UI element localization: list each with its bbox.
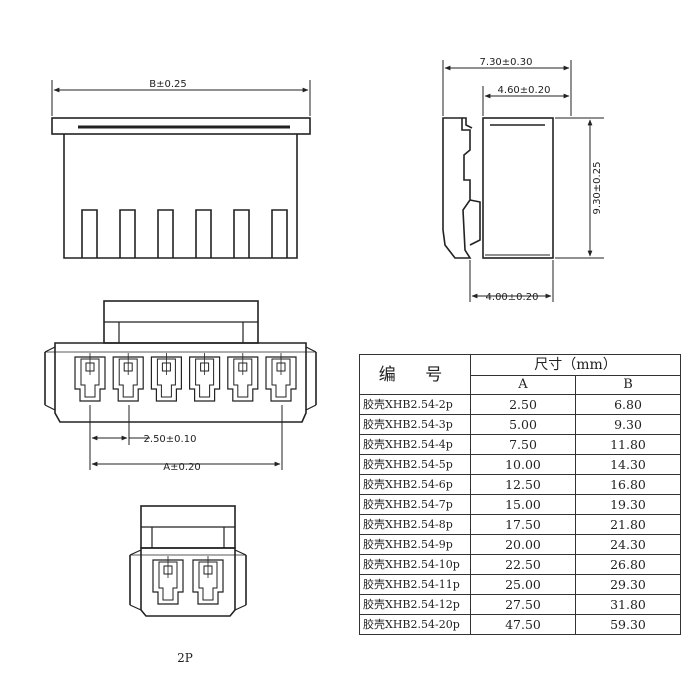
height-dimension (555, 117, 604, 259)
header-size: 尺寸（mm） (470, 354, 681, 376)
pitch-dimension (89, 405, 150, 470)
bottom-depth-label: 4.00±0.20 (486, 292, 539, 303)
variant-2p-label: 2P (177, 651, 193, 665)
variant-2p-view (129, 505, 247, 617)
p2-cavity-1 (152, 556, 184, 605)
pitch-label: 2.50±0.10 (144, 434, 197, 445)
a-dimension (91, 405, 283, 470)
a-dimension-label: A±0.20 (163, 462, 201, 473)
cavity-4 (189, 353, 221, 402)
cavity-2 (112, 353, 144, 402)
slot-4 (195, 209, 212, 258)
slot-5 (233, 209, 250, 258)
side-view (442, 117, 554, 259)
bottom-depth-dimension (469, 260, 554, 302)
header-col-b: B (575, 375, 681, 395)
slot-1 (81, 209, 98, 258)
header-col-a: A (470, 375, 576, 395)
header-code: 编 号 (359, 354, 471, 395)
top-view (44, 300, 317, 423)
depth-total-label: 7.30±0.30 (480, 57, 533, 68)
cavity-6 (265, 353, 297, 402)
depth-total-dimension (442, 60, 572, 116)
slot-2 (119, 209, 136, 258)
slot-6 (271, 209, 288, 258)
cavity-3 (150, 353, 182, 402)
front-elevation-view (51, 117, 311, 259)
cavity-5 (227, 353, 259, 402)
p2-cavity-2 (192, 556, 224, 605)
height-label: 9.30±0.25 (592, 162, 603, 215)
slot-3 (157, 209, 174, 258)
b-dimension (51, 80, 311, 116)
depth-body-dimension (482, 86, 570, 116)
depth-body-label: 4.60±0.20 (498, 85, 551, 96)
cavity-1 (74, 353, 106, 402)
b-dimension-label: B±0.25 (149, 79, 187, 90)
